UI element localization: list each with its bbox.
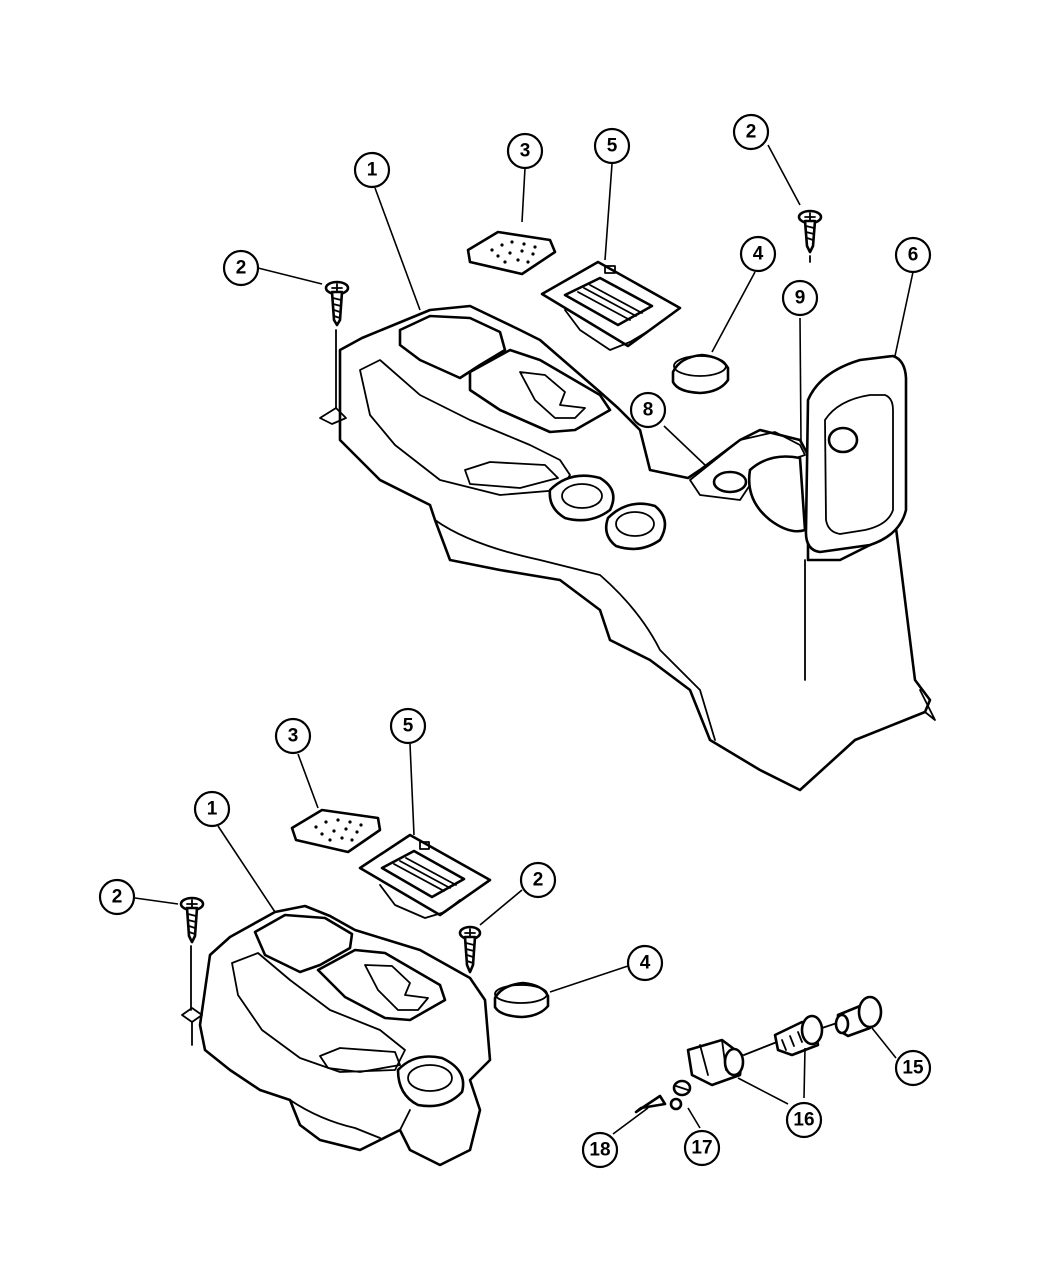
lighter-housing-end <box>723 1047 745 1077</box>
lower-console-tray-opening <box>253 913 354 974</box>
lower-console-shifter-detail <box>364 964 429 1011</box>
lower-console-side-panel <box>231 952 406 1073</box>
upper-cupholder-rear <box>604 502 667 551</box>
svg-text:3: 3 <box>520 141 531 162</box>
lower-screw-left <box>179 896 205 944</box>
lower-tray-mat <box>290 808 382 854</box>
upper-cupholder-rear-inner <box>615 511 655 537</box>
upper-console-rear-lip <box>919 689 936 721</box>
lighter-element-end <box>834 1013 850 1035</box>
upper-shift-bezel-indicator <box>577 284 643 321</box>
callout-lower-4: 4 <box>626 944 664 982</box>
svg-text:15: 15 <box>902 1058 924 1079</box>
upper-screw-right <box>797 209 823 254</box>
upper-plug <box>671 353 730 395</box>
lighter-clip-18 <box>634 1094 667 1114</box>
callout-lower-2b: 2 <box>519 861 557 899</box>
lower-console-lower-contour <box>289 1099 411 1139</box>
callout-lower-5: 5 <box>389 707 427 745</box>
svg-text:16: 16 <box>793 1110 814 1131</box>
svg-text:18: 18 <box>589 1140 610 1161</box>
svg-text:2: 2 <box>533 870 544 891</box>
lower-console-side-recess <box>319 1047 401 1073</box>
upper-armrest-lid-button <box>827 426 859 454</box>
callout-lower-3: 3 <box>274 717 312 755</box>
svg-text:5: 5 <box>403 716 414 737</box>
lower-shift-bezel-tab <box>419 841 430 850</box>
lower-shift-bezel-indicator <box>393 857 457 892</box>
lower-lighter-assembly <box>634 995 883 1114</box>
upper-console-top-tray <box>398 314 507 380</box>
upper-shift-bezel-body <box>564 309 651 351</box>
svg-text:3: 3 <box>288 726 299 747</box>
svg-text:4: 4 <box>640 953 651 974</box>
svg-text:4: 4 <box>753 244 764 265</box>
upper-plug-top <box>673 355 727 377</box>
callout-upper-6: 6 <box>894 236 932 274</box>
lower-console-shifter-opening <box>316 948 447 1022</box>
upper-cupholder-front <box>548 474 615 522</box>
svg-text:8: 8 <box>643 400 654 421</box>
callout-lower-2a: 2 <box>98 878 136 916</box>
callout-lower-16: 16 <box>785 1101 823 1139</box>
callout-upper-3: 3 <box>506 132 544 170</box>
callout-lower-18: 18 <box>581 1131 619 1169</box>
upper-armrest-lid-inner <box>824 394 894 535</box>
svg-text:9: 9 <box>795 288 806 309</box>
upper-rear-outlet-hole <box>712 470 748 494</box>
callouts: 1 2 2 3 4 5 6 8 <box>98 113 932 1169</box>
upper-leader-lines <box>257 144 914 466</box>
lower-shift-bezel-body <box>379 884 461 919</box>
callout-upper-5: 5 <box>593 127 631 165</box>
upper-screw-left-bracket <box>319 407 347 425</box>
callout-upper-2a: 2 <box>222 249 260 287</box>
svg-text:1: 1 <box>207 799 218 820</box>
lighter-nut <box>669 1079 692 1111</box>
svg-text:2: 2 <box>112 887 123 908</box>
upper-screw-left <box>324 280 350 327</box>
lighter-socket-rim <box>800 1014 824 1046</box>
upper-console-lower-contour <box>434 519 716 741</box>
upper-console-side-recess <box>464 461 559 489</box>
upper-tray-mat-dots <box>490 240 537 264</box>
callout-lower-15: 15 <box>894 1049 932 1087</box>
upper-console-rear-base <box>689 431 806 501</box>
svg-text:17: 17 <box>691 1138 712 1159</box>
callout-upper-1: 1 <box>353 151 391 189</box>
svg-text:5: 5 <box>607 136 618 157</box>
upper-armrest-lid <box>804 354 908 554</box>
lighter-socket-ridges <box>781 1031 803 1051</box>
lower-leader-lines <box>134 743 897 1135</box>
lower-cupholder-inner <box>407 1064 453 1092</box>
lower-screw-right <box>458 925 482 974</box>
callout-upper-9: 9 <box>781 279 819 317</box>
upper-console-shifter-bezel <box>468 348 612 434</box>
lower-plug-top <box>494 984 548 1004</box>
svg-text:6: 6 <box>908 245 919 266</box>
upper-rear-cup-recess <box>747 455 807 533</box>
callout-upper-8: 8 <box>629 391 667 429</box>
upper-console-shifter-detail <box>519 371 586 419</box>
callout-upper-4: 4 <box>739 235 777 273</box>
lighter-knob <box>857 995 883 1029</box>
lower-tray-mat-dots <box>314 818 363 842</box>
callout-upper-2b: 2 <box>732 113 770 151</box>
upper-console-assembly <box>319 209 936 792</box>
upper-console-side-panel <box>359 359 571 496</box>
lower-screw-left-bracket <box>181 1007 203 1023</box>
lower-console-assembly <box>179 808 883 1167</box>
svg-text:1: 1 <box>367 160 378 181</box>
svg-text:2: 2 <box>236 258 247 279</box>
svg-text:2: 2 <box>746 122 757 143</box>
callout-lower-1: 1 <box>193 790 231 828</box>
callout-lower-17: 17 <box>683 1129 721 1167</box>
upper-shift-bezel-tab <box>604 265 616 274</box>
upper-cupholder-front-inner <box>561 483 603 509</box>
